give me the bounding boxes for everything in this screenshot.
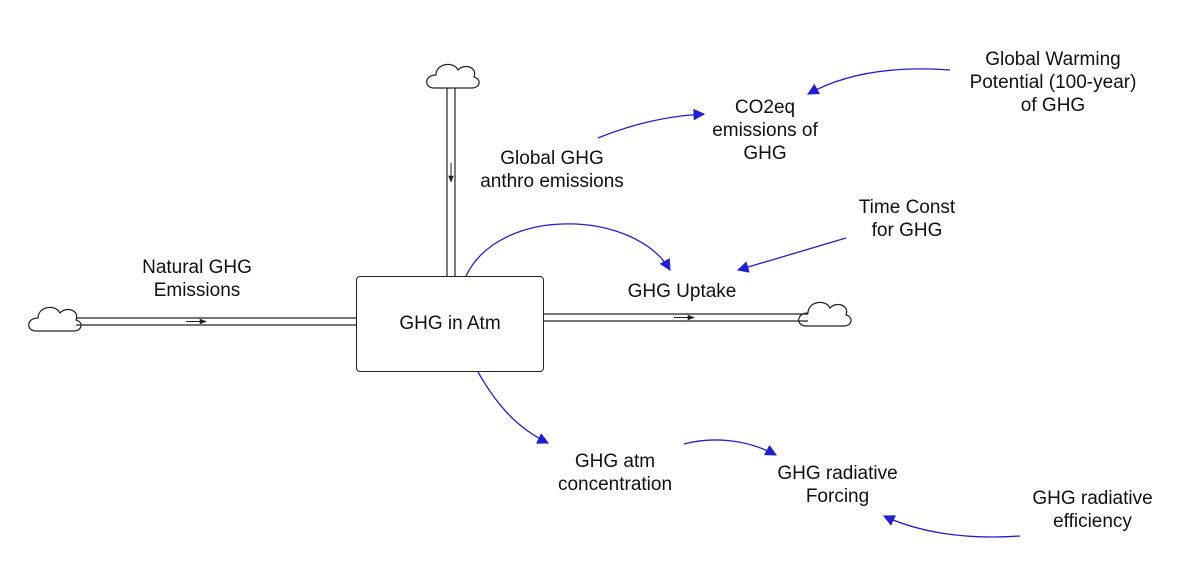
link-efficiency-to-forcing — [882, 515, 1021, 538]
top-cloud-icon — [426, 63, 480, 89]
natural-emissions-pipe — [76, 317, 356, 326]
anthro-emissions-pipe — [446, 88, 456, 276]
stock-label: GHG in Atm — [399, 313, 501, 334]
left-cloud-icon — [28, 306, 82, 332]
link-stock-to-concentration — [477, 371, 550, 444]
link-time-const-to-uptake — [736, 237, 847, 273]
link-gwp-to-co2eq — [806, 68, 951, 95]
link-anthro-to-co2eq — [597, 108, 706, 139]
uptake-label[interactable]: GHG Uptake — [627, 281, 737, 302]
uptake-pipe — [544, 313, 808, 322]
link-stock-to-uptake — [465, 223, 671, 277]
right-cloud-icon — [798, 301, 852, 327]
ghg-in-atm-stock[interactable]: GHG in Atm — [356, 276, 544, 372]
link-concentration-to-forcing — [683, 439, 778, 456]
